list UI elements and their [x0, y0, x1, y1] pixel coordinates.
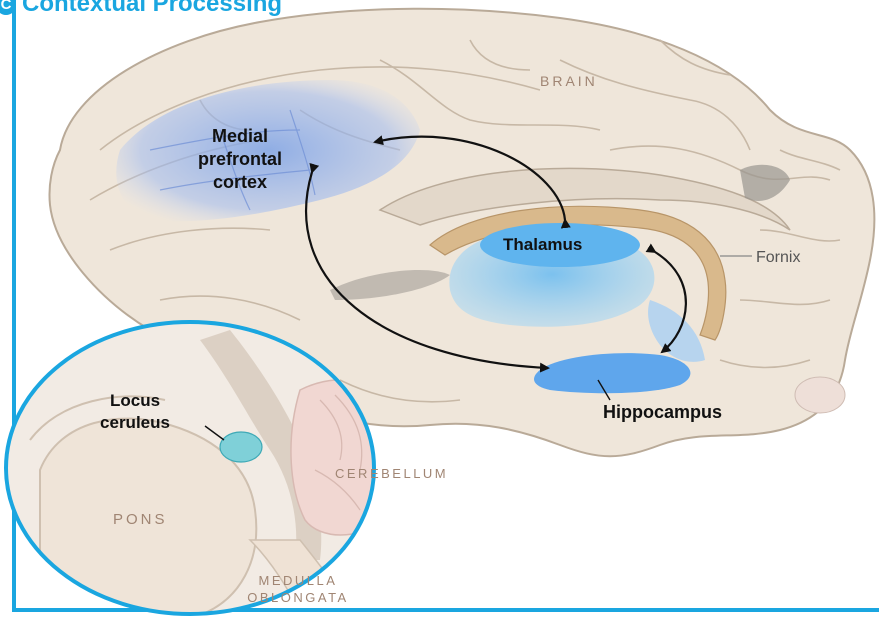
- thalamus-label: Thalamus: [503, 235, 582, 254]
- brainstem-tip: [795, 377, 845, 413]
- mpfc-label-line-1: Medial: [212, 126, 268, 146]
- locus-label-line-2: ceruleus: [100, 413, 170, 432]
- medulla-label-line-2: OBLONGATA: [247, 590, 348, 605]
- pons-label: PONS: [113, 511, 168, 528]
- brain-label: BRAIN: [540, 73, 598, 89]
- hippocampus-label: Hippocampus: [603, 402, 722, 422]
- locus-label-line-1: Locus: [110, 391, 160, 410]
- medulla-label-line-1: MEDULLA: [259, 573, 338, 588]
- locus-ceruleus-spot: [220, 432, 262, 462]
- cerebellum-label: CEREBELLUM: [335, 466, 448, 481]
- mpfc-label-line-3: cortex: [213, 172, 267, 192]
- fornix-label: Fornix: [756, 249, 800, 266]
- mpfc-label-line-2: prefrontal: [198, 149, 282, 169]
